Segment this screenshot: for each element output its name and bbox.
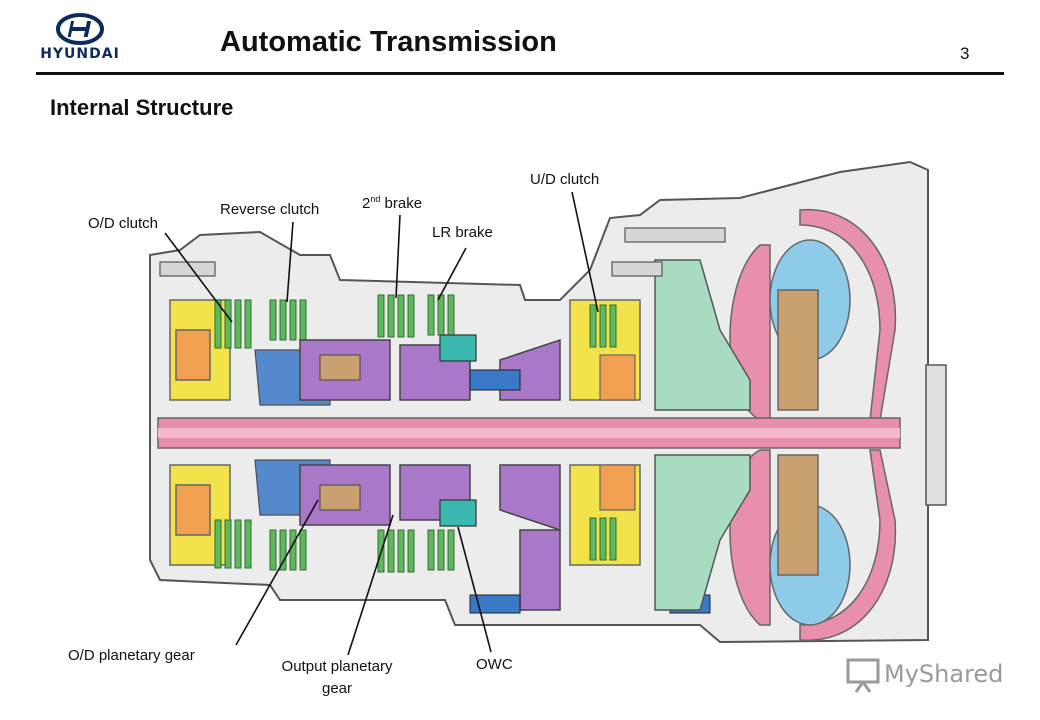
watermark-presentation-icon <box>846 658 880 693</box>
label-second-brake-text: brake <box>380 195 423 212</box>
output-gear <box>519 529 561 611</box>
label-od-planetary-gear: O/D planetary gear <box>68 647 195 664</box>
label-second-brake-sup: nd <box>370 194 381 204</box>
label-ud-clutch: U/D clutch <box>530 171 600 188</box>
od-pinion <box>319 354 361 381</box>
slide-title: Automatic Transmission <box>220 26 557 58</box>
label-second-brake: 2nd brake <box>362 194 422 212</box>
leader-output-planetary <box>347 514 394 656</box>
leader-od-planetary <box>235 499 319 646</box>
brand-wordmark: HYUNDAI <box>40 46 120 62</box>
label-owc: OWC <box>476 656 513 673</box>
leader-lines <box>164 191 599 656</box>
oil-pump-housing <box>654 259 751 411</box>
bolt-upper-top <box>624 227 726 243</box>
one-way-clutch-upper <box>439 334 477 362</box>
od-pinion-lower <box>319 484 361 511</box>
lr-brake-plates <box>427 294 455 571</box>
bearing-upper <box>469 369 521 391</box>
ud-clutch-plates <box>589 304 617 561</box>
leader-ud-clutch <box>571 191 599 313</box>
watermark-text: MyShared <box>884 660 1004 688</box>
page-number: 3 <box>960 44 970 63</box>
label-output-planetary-line1: Output planetary <box>281 658 393 675</box>
one-way-clutch <box>439 499 477 527</box>
bearing-lower <box>469 594 521 614</box>
section-subtitle: Internal Structure <box>50 95 234 120</box>
ud-piston <box>599 354 636 401</box>
hyundai-logo-icon <box>56 13 104 45</box>
od-piston-lower <box>175 484 211 536</box>
leader-lr-brake <box>437 247 467 301</box>
ud-piston-lower <box>599 464 636 511</box>
label-lr-brake: LR brake <box>432 224 493 241</box>
od-clutch-plates <box>214 299 252 569</box>
leader-second-brake <box>395 214 401 299</box>
label-output-planetary-line2: gear <box>321 680 353 697</box>
leader-od-clutch <box>164 232 233 323</box>
label-od-clutch: O/D clutch <box>88 215 159 232</box>
leader-reverse-clutch <box>286 221 294 303</box>
bolt-upper-right <box>611 261 663 277</box>
shaft-core <box>158 428 900 438</box>
label-second-brake-num: 2 <box>362 195 371 212</box>
reverse-clutch-plates <box>269 299 307 571</box>
leader-owc <box>457 526 492 653</box>
od-piston <box>175 329 211 381</box>
converter-cover-lower <box>799 449 897 641</box>
label-output-planetary-gear: Output planetary gear <box>264 656 410 700</box>
output-planetary-lower <box>399 464 471 521</box>
oil-pump-housing-lower <box>654 454 751 611</box>
header-divider <box>36 72 1004 75</box>
stator-upper <box>777 289 819 411</box>
label-reverse-clutch: Reverse clutch <box>220 201 320 218</box>
stator-lower <box>777 454 819 576</box>
housing-flange <box>925 364 947 506</box>
